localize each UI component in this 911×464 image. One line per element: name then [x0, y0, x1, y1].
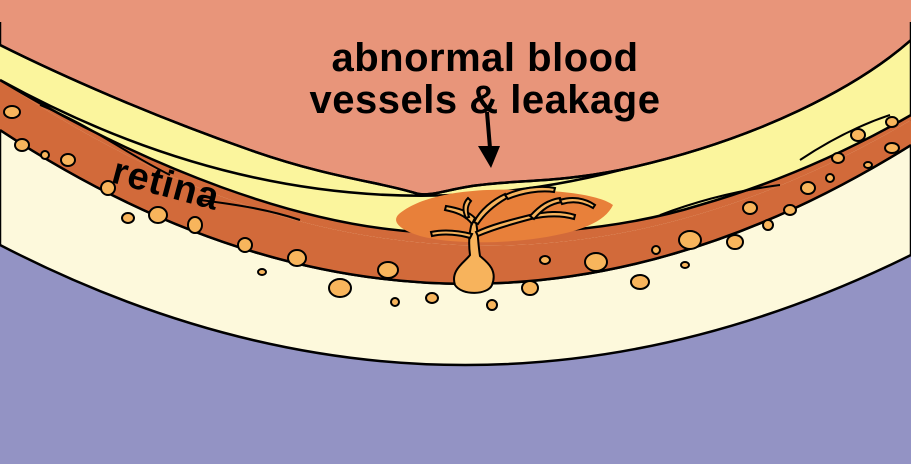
callout-label: abnormal blood vessels & leakage [270, 38, 700, 122]
deposit [885, 143, 899, 153]
deposit [122, 213, 134, 223]
callout-line-2: vessels & leakage [270, 80, 700, 122]
deposit [681, 262, 689, 268]
deposit [864, 162, 872, 168]
deposit [288, 250, 306, 266]
deposit [652, 246, 660, 254]
vitreous-top [0, 0, 911, 22]
deposit [4, 106, 20, 118]
deposit [832, 153, 844, 163]
deposit [585, 253, 607, 271]
deposit [378, 262, 398, 278]
deposit [631, 275, 649, 289]
deposit [679, 231, 701, 249]
deposit [522, 281, 538, 295]
deposit [886, 117, 898, 127]
deposit [426, 293, 438, 303]
deposit [329, 279, 351, 297]
deposit [258, 269, 266, 275]
deposit [188, 217, 202, 233]
callout-line-1: abnormal blood [270, 38, 700, 80]
deposit [238, 238, 252, 252]
deposit [784, 205, 796, 215]
deposit [149, 207, 167, 223]
deposit [61, 154, 75, 166]
deposit [540, 256, 550, 264]
deposit [15, 139, 29, 151]
deposit [391, 298, 399, 306]
deposit [851, 129, 865, 141]
deposit [727, 235, 743, 249]
deposit [487, 300, 497, 310]
deposit [763, 220, 773, 230]
deposit [743, 202, 757, 214]
deposit [801, 182, 815, 194]
deposit [41, 151, 49, 159]
deposit [826, 174, 834, 182]
